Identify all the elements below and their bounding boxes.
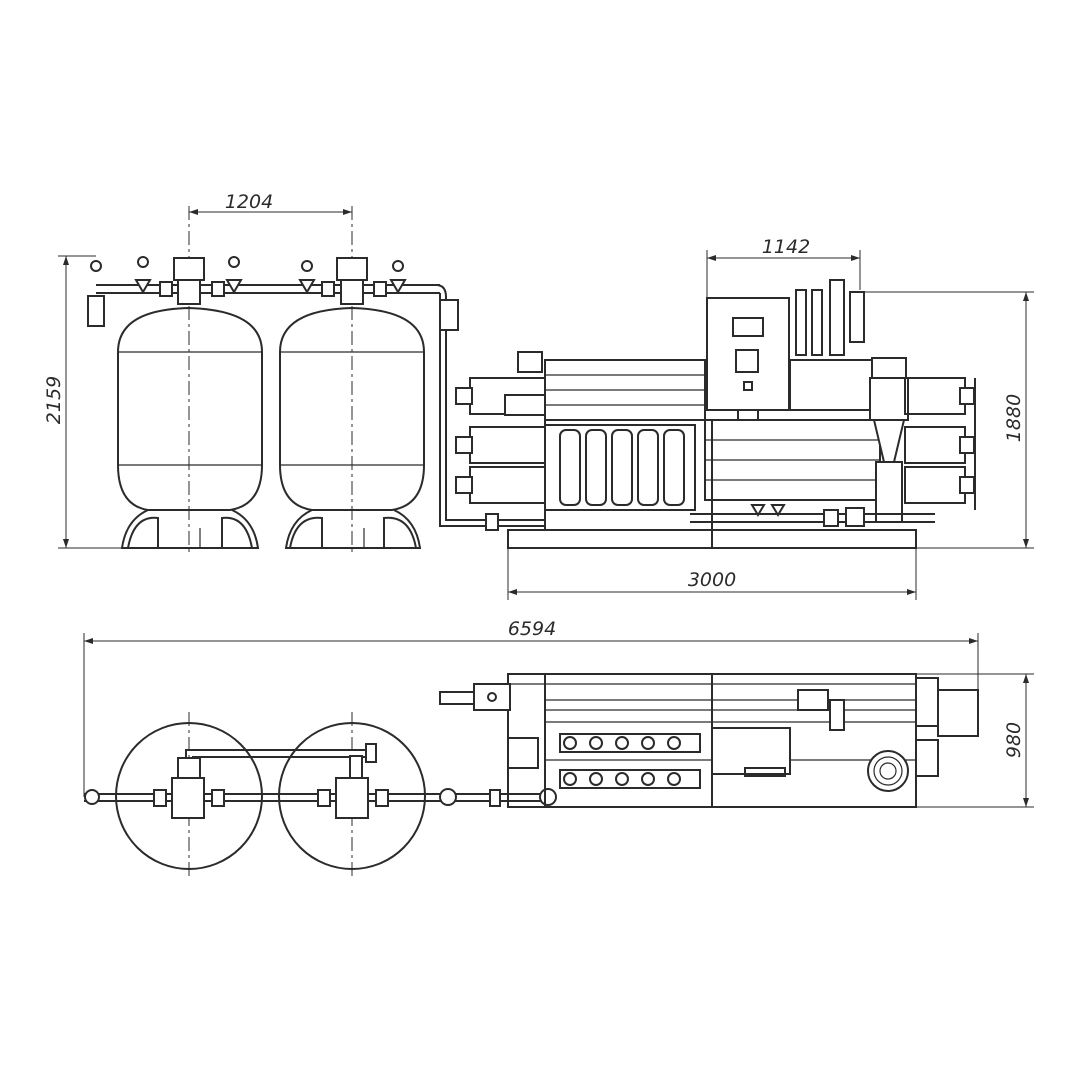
- pump-top: [867, 750, 909, 792]
- control-cabinet: [706, 297, 790, 421]
- dimension-lines: [58, 209, 1034, 808]
- dim-rack-length: 3000: [688, 569, 736, 591]
- skid-frame-front: [507, 360, 917, 549]
- instrument-panel: [789, 279, 909, 523]
- bottom-manifold: [690, 504, 935, 527]
- top-view: [84, 673, 979, 880]
- dim-overall-length: 6594: [508, 618, 556, 640]
- front-view: [87, 206, 976, 556]
- outlet-housing-top: [915, 677, 939, 727]
- control-cabinet-top: [711, 727, 791, 775]
- dim-tank-spacing: 1204: [225, 191, 273, 213]
- dosing-manifolds: [507, 733, 701, 789]
- tank-header-piping: [87, 256, 440, 327]
- cartridge-filters: [544, 424, 696, 511]
- dim-cabinet-width: 1142: [762, 236, 810, 258]
- membrane-housings-right: [904, 377, 976, 510]
- filter-tank-front-1: [117, 306, 263, 549]
- dim-overall-height: 2159: [43, 376, 65, 424]
- dim-rack-height: 1880: [1003, 394, 1025, 442]
- dim-rack-depth: 980: [1003, 722, 1025, 758]
- membrane-housings-left: [455, 351, 546, 504]
- riser-pipe: [435, 284, 545, 531]
